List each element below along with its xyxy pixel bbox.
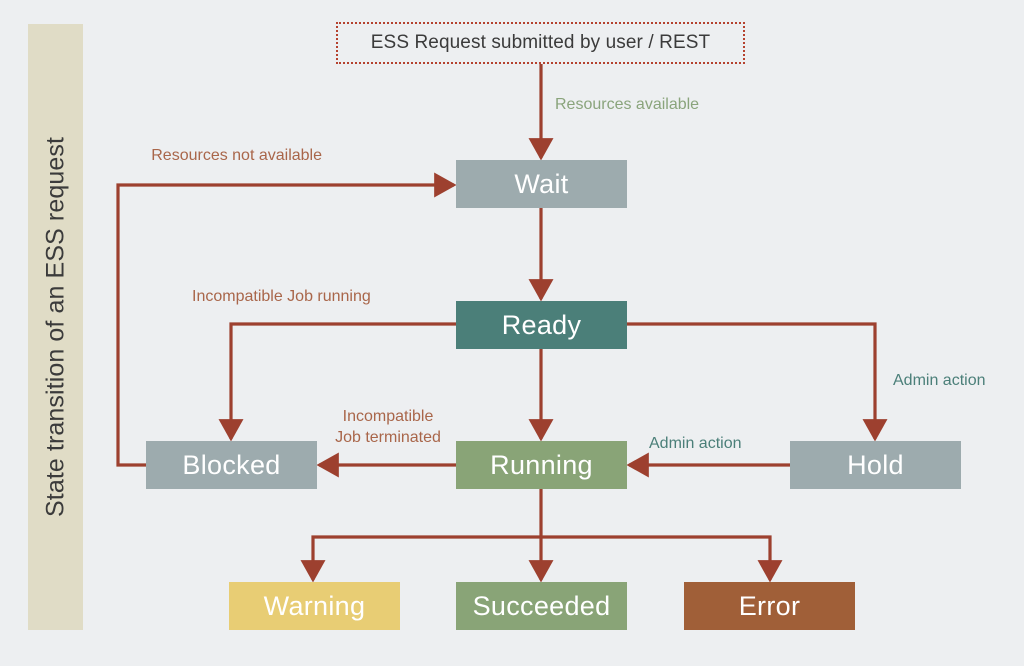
page-title: State transition of an ESS request [41,136,69,518]
edge-label-admin-action-hold: Admin action [893,372,986,389]
node-error[interactable]: Error [684,582,855,630]
sidebar-title-bar: State transition of an ESS request [28,24,83,630]
node-succeeded[interactable]: Succeeded [456,582,627,630]
node-wait[interactable]: Wait [456,160,627,208]
node-blocked[interactable]: Blocked [146,441,317,489]
edge-running-error [541,535,783,583]
edge-label-resources-not-available: Resources not available [151,147,322,164]
edge-label-admin-action-running: Admin action [649,435,742,452]
edge-ready-hold [627,322,888,442]
node-hold[interactable]: Hold [790,441,961,489]
node-start[interactable]: ESS Request submitted by user / REST [336,22,745,64]
node-warning[interactable]: Warning [229,582,400,630]
node-ready[interactable]: Ready [456,301,627,349]
edge-running-warning [300,535,541,583]
node-running[interactable]: Running [456,441,627,489]
edge-label-incompatible-job-terminated: Incompatible Job terminated [335,408,441,446]
edge-label-incompatible-job-running: Incompatible Job running [192,288,371,305]
edge-label-resources-available: Resources available [555,96,700,113]
